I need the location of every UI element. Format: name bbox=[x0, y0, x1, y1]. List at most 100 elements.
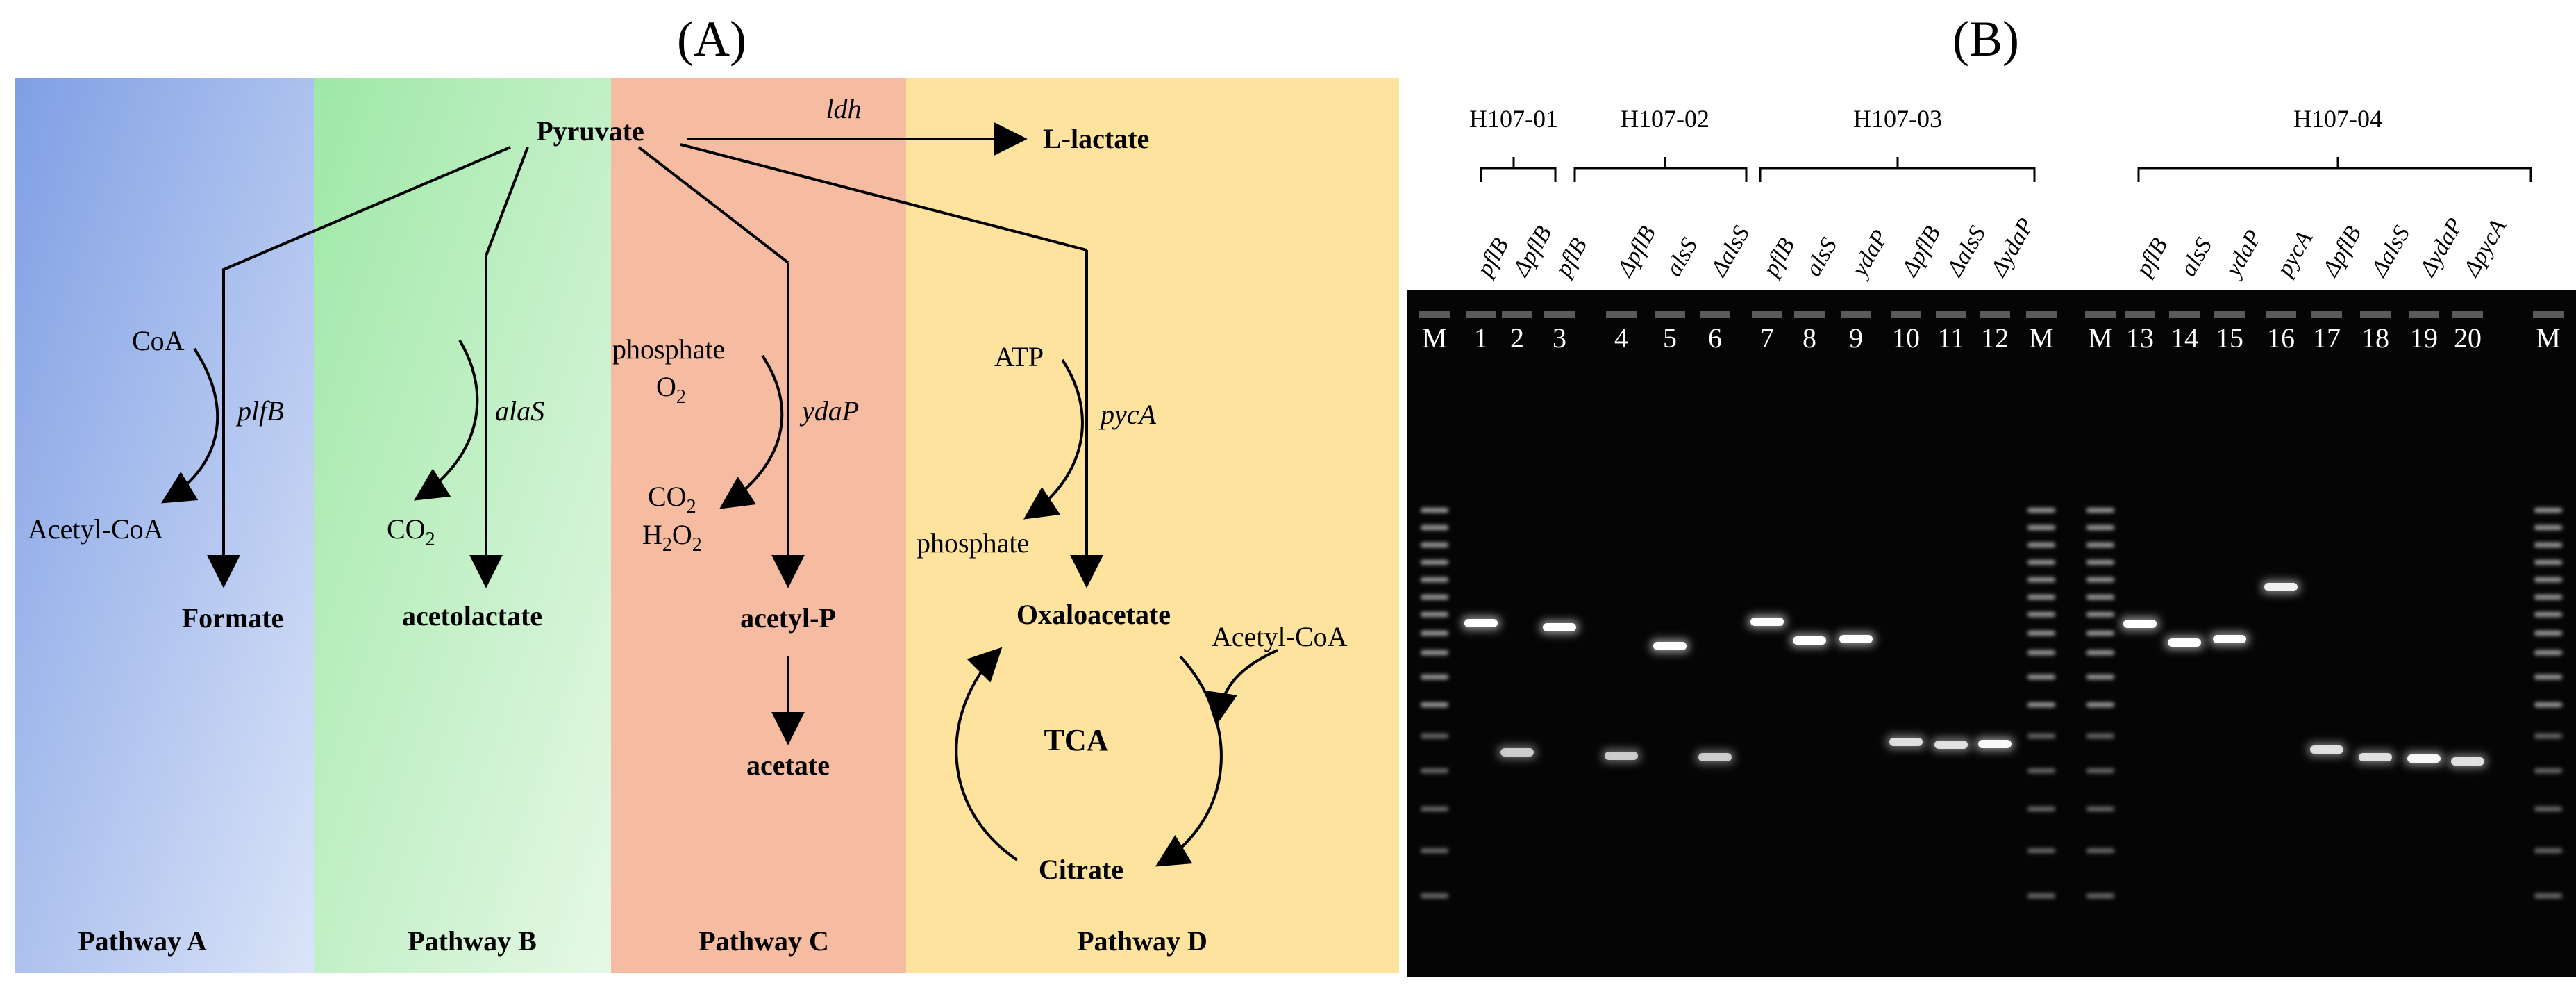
gel-marker-label-3: M bbox=[2088, 322, 2113, 354]
gel-band-lane-15 bbox=[2210, 632, 2249, 646]
gel-ladder-2-band-8 bbox=[2027, 631, 2055, 636]
gel-ladder-1-band-1 bbox=[1421, 508, 1448, 513]
gel-ladder-1-band-15 bbox=[1421, 848, 1448, 853]
gel-ladder-3-band-11 bbox=[2086, 702, 2114, 707]
pathway-d-cofactor-arrow bbox=[1023, 358, 1084, 520]
gel-band-lane-12 bbox=[1975, 737, 2014, 751]
gel-group-label-3: H107-03 bbox=[1853, 105, 1942, 133]
gel-gene-label-left-8: alsS bbox=[1800, 233, 1842, 281]
gel-lane-number-1: 1 bbox=[1474, 322, 1488, 354]
gel-group-bracket-3 bbox=[1759, 157, 2036, 182]
gel-ladder-1-band-6 bbox=[1421, 595, 1448, 600]
pathway-c-cofactor-in-1: phosphate bbox=[612, 333, 725, 365]
gel-well-17 bbox=[2169, 311, 2200, 318]
gel-well-11 bbox=[1891, 311, 1921, 318]
gel-lane-number-8: 8 bbox=[1803, 322, 1816, 354]
gel-ladder-3-band-1 bbox=[2086, 508, 2114, 513]
gel-ladder-1-band-14 bbox=[1421, 807, 1448, 811]
gel-ladder-3-band-14 bbox=[2086, 807, 2114, 811]
gel-band-lane-5 bbox=[1650, 639, 1689, 653]
gel-band-lane-13 bbox=[2121, 617, 2159, 631]
gel-band-lane-20 bbox=[2448, 754, 2487, 768]
tca-cycle-product: Citrate bbox=[1039, 854, 1123, 885]
gel-band-lane-2 bbox=[1498, 745, 1537, 759]
gel-gene-label-right-7: ΔydaP bbox=[2414, 214, 2468, 282]
gel-ladder-1-band-12 bbox=[1421, 734, 1448, 738]
pathway-c-title: Pathway C bbox=[699, 925, 829, 957]
gel-lane-number-17: 17 bbox=[2313, 322, 2341, 354]
gel-band-lane-1 bbox=[1462, 616, 1500, 630]
pathway-d-cofactor-out: phosphate bbox=[917, 527, 1029, 559]
pathway-c-background bbox=[611, 78, 906, 973]
gel-band-lane-9 bbox=[1837, 632, 1875, 646]
gel-ladder-1-band-3 bbox=[1421, 543, 1448, 547]
pathway-c-product: acetyl-P bbox=[740, 602, 836, 634]
gel-lane-number-16: 16 bbox=[2267, 322, 2295, 354]
gel-lane-number-15: 15 bbox=[2216, 322, 2243, 354]
gel-well-22 bbox=[2409, 311, 2439, 318]
pathway-c-final-product: acetate bbox=[746, 750, 830, 781]
gel-ladder-1-band-16 bbox=[1421, 893, 1448, 898]
gel-marker-label-1: M bbox=[1422, 322, 1447, 354]
gel-gene-label-left-7: pflB bbox=[1757, 233, 1800, 282]
pathway-c-cofactor-out-1: CO2 bbox=[648, 481, 696, 518]
gel-lane-number-6: 6 bbox=[1708, 322, 1722, 354]
pathway-b-cofactor-out: CO2 bbox=[387, 513, 435, 550]
gel-well-3 bbox=[1502, 311, 1532, 318]
gel-band-lane-17 bbox=[2307, 743, 2346, 757]
gel-ladder-4-band-14 bbox=[2534, 807, 2562, 811]
pathway-a-product: Formate bbox=[182, 602, 284, 634]
gel-ladders bbox=[1421, 508, 2562, 898]
tca-cycle-input: Acetyl-CoA bbox=[1212, 621, 1348, 652]
tca-cycle-label: TCA bbox=[1044, 723, 1109, 757]
gel-gene-label-left-3: pflB bbox=[1550, 233, 1592, 282]
gel-ladder-3-band-2 bbox=[2086, 525, 2114, 530]
gel-lane-number-19: 19 bbox=[2410, 322, 2438, 354]
gel-gene-label-left-12: ΔydaP bbox=[1985, 214, 2039, 282]
gel-ladder-3-band-4 bbox=[2086, 560, 2114, 565]
gel-ladder-2-band-6 bbox=[2027, 595, 2055, 600]
gel-ladder-2-band-7 bbox=[2027, 612, 2055, 617]
gel-ladder-3-band-13 bbox=[2086, 768, 2114, 773]
pathway-d-background bbox=[906, 78, 1399, 973]
gel-well-10 bbox=[1841, 311, 1871, 318]
gel-well-16 bbox=[2125, 311, 2155, 318]
pathway-a-title: Pathway A bbox=[78, 925, 207, 957]
gel-gene-label-left-6: ΔalsS bbox=[1705, 222, 1755, 282]
gel-gene-label-left-1: pflB bbox=[1471, 233, 1514, 282]
gel-lane-number-14: 14 bbox=[2171, 322, 2198, 354]
gel-ladder-4-band-16 bbox=[2534, 893, 2562, 898]
pathway-c-enzyme: ydaP bbox=[799, 395, 859, 427]
gel-band-lane-8 bbox=[1790, 634, 1829, 647]
tca-acetyl-coa-arrow bbox=[1204, 649, 1278, 726]
pathway-a-cofactor-out: Acetyl-CoA bbox=[28, 513, 164, 545]
l-lactate-label: L-lactate bbox=[1043, 123, 1149, 154]
gel-ladder-4-band-4 bbox=[2534, 560, 2562, 565]
pathway-d-cofactor-in: ATP bbox=[994, 341, 1044, 372]
gel-lane-number-5: 5 bbox=[1663, 322, 1677, 354]
panel-a-diagram: Pyruvate ldh L-lactate CoA plfB Acetyl-C… bbox=[15, 78, 1399, 973]
gel-ladder-4-band-13 bbox=[2534, 768, 2562, 773]
gel-ladder-4-band-12 bbox=[2534, 734, 2562, 738]
pathway-d-product: Oxaloacetate bbox=[1017, 599, 1171, 630]
gel-ladder-3-band-12 bbox=[2086, 734, 2114, 738]
gel-lane-number-13: 13 bbox=[2126, 322, 2154, 354]
gel-ladder-2-band-10 bbox=[2027, 675, 2055, 679]
pathway-b-title: Pathway B bbox=[408, 925, 537, 957]
gel-group-label-1: H107-01 bbox=[1469, 105, 1558, 133]
gel-band-lane-7 bbox=[1748, 615, 1787, 629]
gel-ladder-3-band-9 bbox=[2086, 650, 2114, 655]
gel-ladder-3-band-6 bbox=[2086, 595, 2114, 600]
gel-bands bbox=[1462, 580, 2487, 768]
gel-marker-label-4: M bbox=[2536, 322, 2561, 354]
gel-well-13 bbox=[1980, 311, 2010, 318]
pathway-c-cofactor-in-2: O2 bbox=[656, 371, 686, 408]
gel-band-lane-18 bbox=[2356, 750, 2395, 764]
pathway-d-enzyme: pycA bbox=[1098, 399, 1157, 430]
gel-ladder-3-band-16 bbox=[2086, 893, 2114, 898]
panel-b-gel: H107-01 H107-02 H107-03 H107-04 pflBΔpfl… bbox=[1407, 105, 2576, 977]
gel-ladder-3-band-8 bbox=[2086, 631, 2114, 636]
gel-ladder-2-band-15 bbox=[2027, 848, 2055, 853]
